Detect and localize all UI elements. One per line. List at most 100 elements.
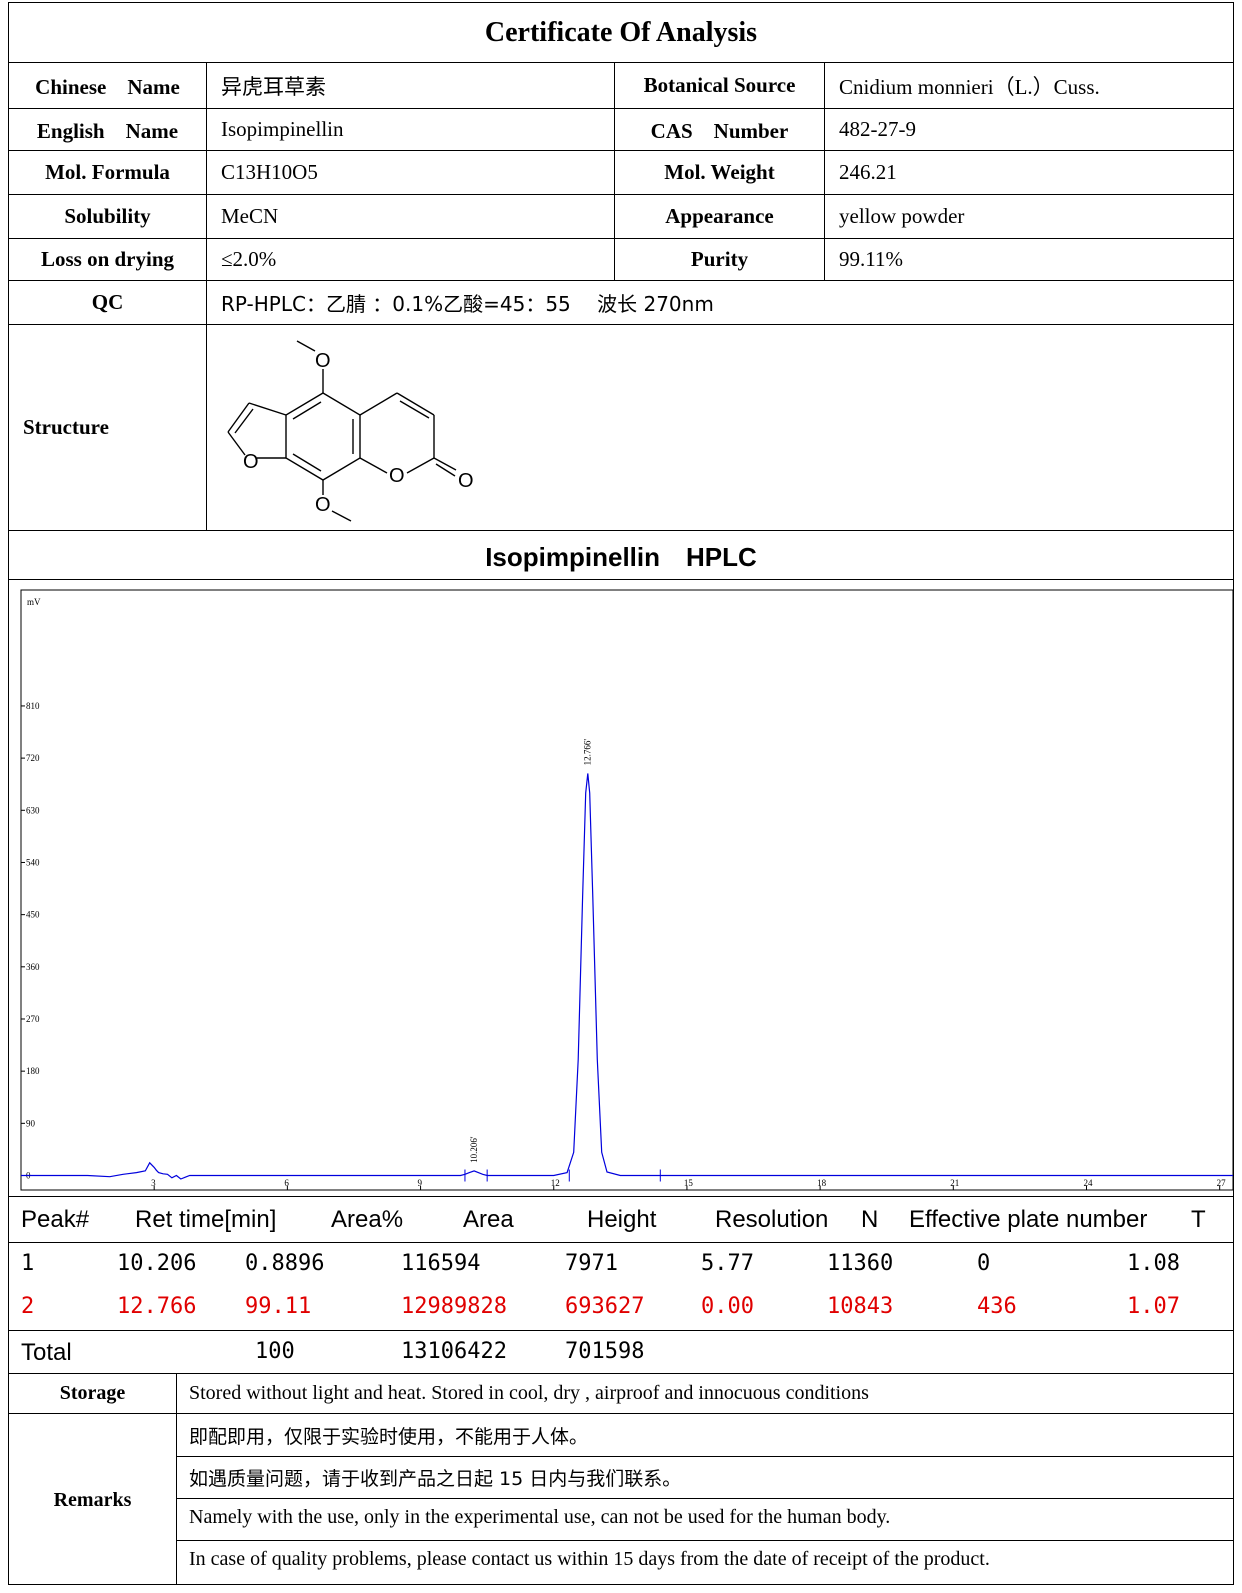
table-cell: 5.77 bbox=[701, 1251, 754, 1276]
remark-line: 如遇质量问题，请于收到产品之日起 15 日内与我们联系。 bbox=[189, 1468, 682, 1490]
y-tick-label: 540 bbox=[26, 857, 40, 867]
table-cell: 0 bbox=[977, 1251, 991, 1276]
y-tick-label: 450 bbox=[26, 910, 40, 920]
label-mol-formula: Mol. Formula bbox=[9, 151, 207, 194]
table-cell: 1.07 bbox=[1127, 1294, 1180, 1319]
y-tick-label: 270 bbox=[26, 1014, 40, 1024]
table-cell: 693627 bbox=[565, 1294, 645, 1319]
value-botanical-source: Cnidium monnieri（L.）Cuss. bbox=[839, 74, 1100, 99]
info-row-mol-formula: Mol. Formula C13H10O5 Mol. Weight 246.21 bbox=[9, 151, 1233, 195]
peak-label: 10.206' bbox=[469, 1136, 479, 1163]
value-qc: RP-HPLC：乙腈 ：0.1%乙酸=45：55 波长 270nm bbox=[221, 292, 714, 316]
divider bbox=[177, 1456, 1233, 1457]
total-area: 13106422 bbox=[401, 1339, 507, 1364]
peak-label: 12.766' bbox=[583, 739, 593, 766]
structure-row: Structure bbox=[9, 325, 1233, 531]
atom-label: O bbox=[315, 350, 331, 372]
atom-label: O bbox=[458, 470, 474, 492]
table-cell: 1 bbox=[21, 1251, 35, 1276]
col-t: T bbox=[1191, 1206, 1206, 1233]
col-area: Area bbox=[463, 1206, 514, 1233]
y-axis-label: mV bbox=[27, 597, 41, 607]
label-structure: Structure bbox=[9, 325, 207, 530]
table-cell: 10843 bbox=[827, 1294, 894, 1319]
table-cell: 12.766 bbox=[117, 1294, 197, 1319]
label-chinese-name: Chinese Name bbox=[9, 63, 207, 108]
col-height: Height bbox=[587, 1206, 657, 1233]
atom-label: O bbox=[315, 494, 331, 516]
total-label: Total bbox=[21, 1339, 72, 1366]
molecule-structure-diagram: O O O O O bbox=[227, 340, 474, 522]
remark-line: 即配即用，仅限于实验时使用，不能用于人体。 bbox=[189, 1426, 589, 1448]
col-resolution: Resolution bbox=[715, 1206, 829, 1233]
table-cell: 99.11 bbox=[245, 1294, 312, 1319]
storage-row: Storage Stored without light and heat. S… bbox=[9, 1374, 1233, 1414]
col-ret-time: Ret time[min] bbox=[135, 1206, 277, 1233]
value-loss-on-drying: ≤2.0% bbox=[207, 239, 615, 280]
y-tick-label: 360 bbox=[26, 962, 40, 972]
table-cell: 0.00 bbox=[701, 1294, 754, 1319]
y-tick-label: 90 bbox=[26, 1118, 36, 1128]
table-cell: 11360 bbox=[827, 1251, 894, 1276]
table-cell: 2 bbox=[21, 1294, 35, 1319]
y-tick-label: 630 bbox=[26, 805, 40, 815]
y-tick-label: 720 bbox=[26, 753, 40, 763]
x-tick-label: 12 bbox=[551, 1178, 560, 1188]
y-tick-label: 180 bbox=[26, 1066, 40, 1076]
x-tick-label: 15 bbox=[684, 1178, 694, 1188]
x-tick-label: 24 bbox=[1083, 1178, 1093, 1188]
value-appearance: yellow powder bbox=[839, 204, 965, 228]
atom-label: O bbox=[389, 465, 405, 487]
table-cell: 1.08 bbox=[1127, 1251, 1180, 1276]
total-area-pct: 100 bbox=[255, 1339, 295, 1364]
remarks-row: Remarks 即配即用，仅限于实验时使用，不能用于人体。 如遇质量问题，请于收… bbox=[9, 1414, 1233, 1584]
label-cas-number: CAS Number bbox=[615, 109, 825, 150]
table-cell: 436 bbox=[977, 1294, 1017, 1319]
x-tick-label: 6 bbox=[284, 1178, 289, 1188]
peak-row-2: 2 12.766 99.11 12989828 693627 0.00 1084… bbox=[9, 1286, 1233, 1330]
page-title: Certificate Of Analysis bbox=[484, 16, 758, 48]
table-cell: 116594 bbox=[401, 1251, 481, 1276]
info-row-english-name: English Name Isopimpinellin CAS Number 4… bbox=[9, 109, 1233, 151]
info-row-chinese-name: Chinese Name 异虎耳草素 Botanical Source Cnid… bbox=[9, 63, 1233, 109]
chromatogram-trace bbox=[21, 773, 1233, 1180]
peak-table-header: Peak# Ret time[min] Area% Area Height Re… bbox=[9, 1198, 1233, 1242]
value-mol-formula: C13H10O5 bbox=[207, 151, 615, 194]
x-tick-label: 21 bbox=[950, 1178, 959, 1188]
x-tick-label: 3 bbox=[151, 1178, 156, 1188]
qc-row: QC RP-HPLC：乙腈 ：0.1%乙酸=45：55 波长 270nm bbox=[9, 281, 1233, 325]
info-row-loss-on-drying: Loss on drying ≤2.0% Purity 99.11% bbox=[9, 239, 1233, 281]
value-english-name: Isopimpinellin bbox=[207, 109, 615, 150]
label-storage: Storage bbox=[9, 1374, 177, 1413]
value-mol-weight: 246.21 bbox=[839, 160, 897, 184]
col-n: N bbox=[861, 1206, 879, 1233]
col-area-pct: Area% bbox=[331, 1206, 404, 1233]
col-plate-number: Effective plate number bbox=[909, 1206, 1148, 1233]
table-cell: 7971 bbox=[565, 1251, 618, 1276]
x-tick-label: 18 bbox=[817, 1178, 827, 1188]
x-tick-label: 27 bbox=[1217, 1178, 1227, 1188]
remark-line: In case of quality problems, please cont… bbox=[189, 1548, 990, 1570]
label-english-name: English Name bbox=[9, 109, 207, 150]
certificate-page: Certificate Of Analysis Chinese Name 异虎耳… bbox=[8, 2, 1234, 1585]
table-cell: 0.8896 bbox=[245, 1251, 325, 1276]
table-cell: 10.206 bbox=[117, 1251, 197, 1276]
label-loss-on-drying: Loss on drying bbox=[9, 239, 207, 280]
label-purity: Purity bbox=[615, 239, 825, 280]
atom-label: O bbox=[243, 451, 259, 473]
label-qc: QC bbox=[9, 281, 207, 324]
label-solubility: Solubility bbox=[9, 195, 207, 238]
label-remarks: Remarks bbox=[9, 1414, 177, 1584]
label-appearance: Appearance bbox=[615, 195, 825, 238]
label-mol-weight: Mol. Weight bbox=[615, 151, 825, 194]
y-tick-label: 810 bbox=[26, 701, 40, 711]
structure-drawing: O O O O O bbox=[207, 325, 1233, 530]
peak-row-1: 1 10.206 0.8896 116594 7971 5.77 11360 0… bbox=[9, 1242, 1233, 1286]
title-row: Certificate Of Analysis bbox=[9, 3, 1233, 63]
value-purity: 99.11% bbox=[839, 247, 903, 271]
value-cas-number: 482-27-9 bbox=[839, 117, 916, 141]
value-storage: Stored without light and heat. Stored in… bbox=[189, 1382, 869, 1404]
label-botanical-source: Botanical Source bbox=[615, 63, 825, 108]
